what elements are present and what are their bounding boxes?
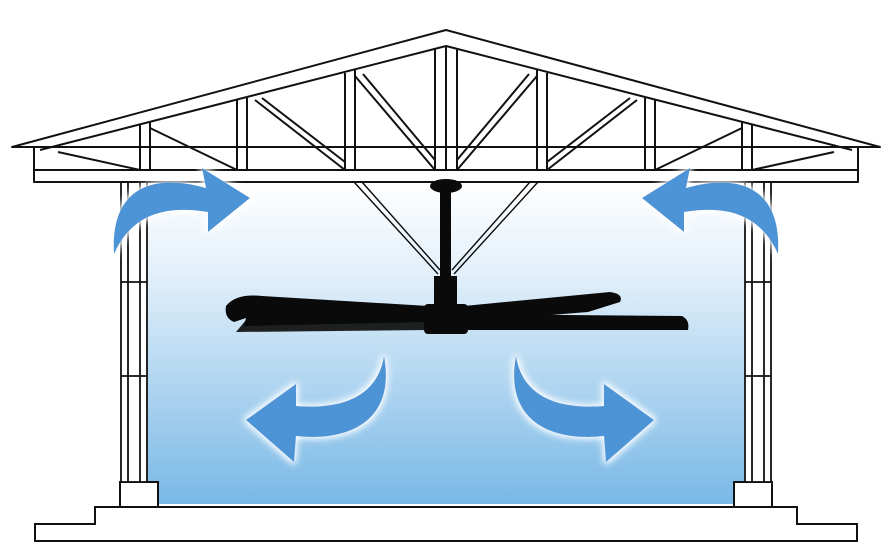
curved-arrow-icon xyxy=(514,356,654,462)
fan-guy-wires xyxy=(353,181,539,275)
ceiling-fan-icon xyxy=(225,179,689,334)
curved-arrow-icon xyxy=(642,168,779,254)
fan-blade-back-left xyxy=(236,318,430,332)
fan-blade-left xyxy=(225,295,428,326)
airflow-arrows xyxy=(113,168,779,462)
curved-arrow-icon xyxy=(113,168,251,254)
curved-arrow-icon xyxy=(246,356,386,462)
foundation xyxy=(34,481,858,542)
roof-truss xyxy=(11,29,881,183)
fan-blade-front xyxy=(458,314,689,330)
